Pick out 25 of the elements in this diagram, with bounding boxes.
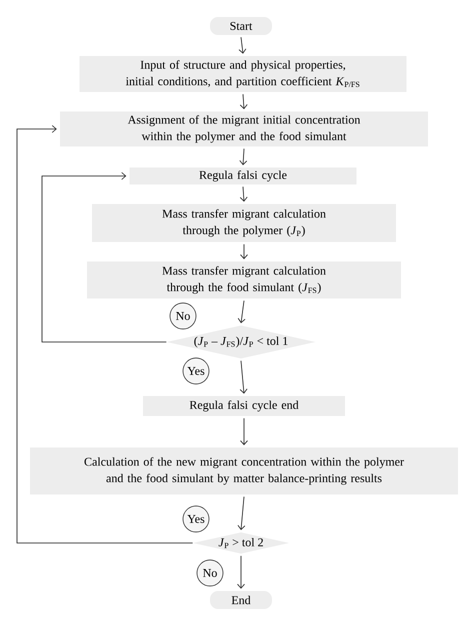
arrow [240, 186, 248, 202]
process-box: Regula falsi cycle end [143, 396, 345, 416]
process-box: Calculation of the new migrant concentration within the polymer and the food simulant by matter balance-printing results [30, 448, 458, 494]
edge-label: No [196, 560, 224, 586]
arrow [240, 244, 248, 260]
edge-label: No [170, 302, 196, 330]
arrow [238, 36, 246, 54]
terminal-box: End [210, 591, 272, 609]
edge-label: Yes [182, 358, 210, 384]
edge-label: Yes [182, 506, 210, 532]
arrow [42, 172, 167, 342]
arrow [240, 360, 248, 394]
process-box: Regula falsi cycle [130, 168, 356, 184]
process-box: Assignment of the migrant initial concentration within the polymer and the food simulant [60, 112, 428, 146]
arrow [239, 148, 248, 166]
process-box: Mass transfer migrant calculation through the polymer (J$_{P}$) [92, 204, 396, 242]
arrow [238, 300, 246, 324]
arrow [16, 125, 194, 544]
terminal-box: Start [210, 17, 272, 35]
arrow [240, 94, 248, 110]
process-box: Input of structure and physical properties, initial conditions, and partition coefficient K$_{P/FS}$ [80, 56, 406, 92]
arrow [240, 418, 248, 446]
arrow [238, 496, 246, 530]
arrow [237, 556, 245, 589]
process-box: Mass transfer migrant calculation through the food simulant (J$_{FS}$) [87, 262, 401, 298]
